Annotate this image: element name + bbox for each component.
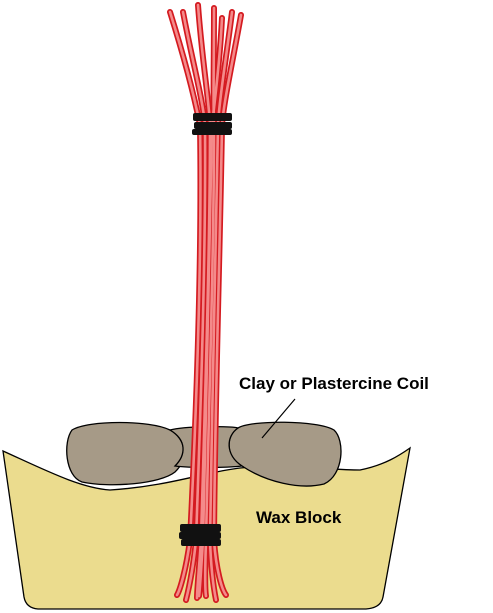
clay-coil-left-lobe xyxy=(66,421,185,486)
wax-block-label: Wax Block xyxy=(256,508,342,527)
bottom-tie xyxy=(179,524,221,546)
top-tie xyxy=(192,113,232,135)
coil-leader-line xyxy=(261,398,296,439)
coil-label: Clay or Plastercine Coil xyxy=(239,374,429,393)
thread-bundle xyxy=(167,2,244,603)
